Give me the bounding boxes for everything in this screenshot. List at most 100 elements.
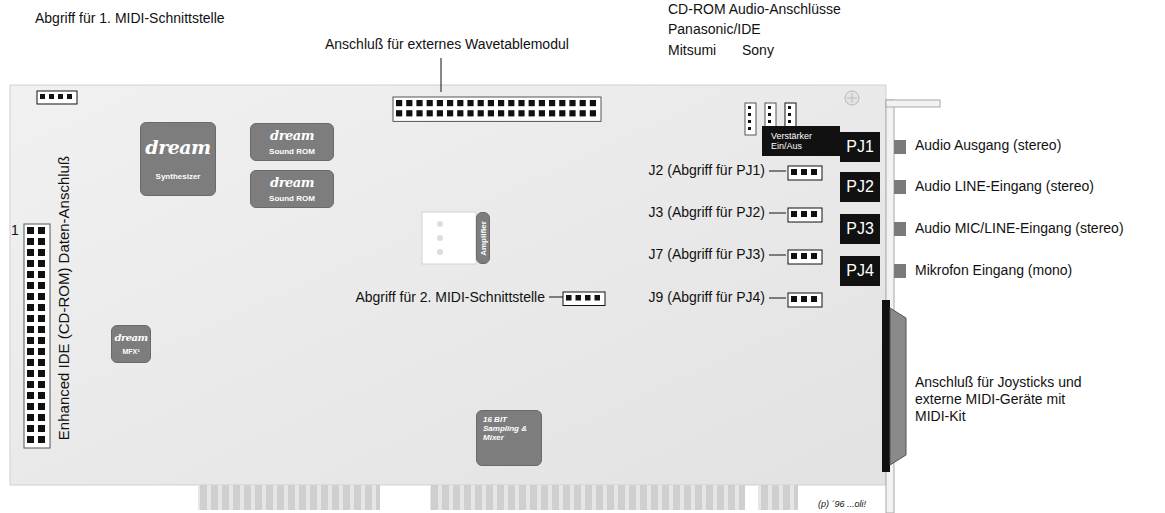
pin [437,110,443,116]
leader-line [769,213,786,214]
edge-connector [198,485,380,510]
connector-label: Panasonic/IDE [668,21,761,38]
jack-label: Mikrofon Eingang (mono) [915,262,1072,279]
pin [498,100,504,106]
pin [508,100,514,106]
pin [27,425,34,432]
circuit-board [10,85,886,485]
pin [27,260,34,267]
pin-number: 1 [11,222,19,239]
connector-label: CD-ROM Audio-Anschlüsse [668,1,841,18]
pin [788,106,791,109]
pin [38,403,45,410]
pin [788,120,791,123]
pin [38,392,45,399]
chip-label: Amplifier [479,221,488,256]
pin [590,100,596,106]
heatsink [437,249,443,255]
jumper [788,293,822,307]
pin [748,127,751,130]
pin [38,304,45,311]
pin [27,326,34,333]
pin [566,295,572,301]
pin [38,370,45,377]
pin [27,315,34,322]
chip-label: Sound ROM [269,194,315,203]
pin [38,293,45,300]
jumper-label: J2 (Abgriff für PJ1) [649,162,765,179]
pin-headers [24,91,822,448]
pin [27,381,34,388]
pin [748,113,751,116]
connector-label: Anschluß für externes Wavetablemodul [325,36,569,53]
audio-jack [894,222,906,236]
wavetable-header [393,97,601,121]
pin [508,110,514,116]
midi-header [37,91,77,104]
edge-connector [430,485,745,510]
pin [768,120,771,123]
sampling-chip: 16 BIT Sampling & Mixer [476,410,542,466]
pin [396,100,402,106]
pin [27,403,34,410]
pin [27,348,34,355]
pin [748,120,751,123]
pin [811,296,817,302]
heatsink [422,212,476,264]
cd-audio-connector [745,103,756,135]
game-port [882,300,890,472]
brand-logo: dream [270,175,314,190]
pin [38,348,45,355]
jack-label: Audio MIC/LINE-Eingang (stereo) [915,220,1124,237]
pin [529,110,535,116]
pin [27,304,34,311]
pin [447,100,453,106]
jack-label: Audio Ausgang (stereo) [915,137,1061,154]
midi-header [563,292,605,306]
amplifier-chip: Amplifier [476,212,490,264]
pin [27,293,34,300]
pin [38,436,45,443]
pin [539,110,545,116]
pin [768,106,771,109]
jumper-label: J3 (Abgriff für PJ2) [649,204,765,221]
pin [38,337,45,344]
pin [427,100,433,106]
leader-line [549,297,563,298]
bracket-tab [886,100,940,107]
pin [58,94,63,99]
pin [559,100,565,106]
pin [580,100,586,106]
leader-line [769,298,786,299]
pin [457,100,463,106]
pin [27,227,34,234]
connector-label: Mitsumi [668,42,716,59]
chip-label: PJ2 [846,178,874,196]
pin [595,295,601,301]
pin [38,425,45,432]
heatsink [437,235,443,241]
pin [467,100,473,106]
pin [27,414,34,421]
brand-logo: dream [270,128,314,143]
synthesizer-chip: dreamSynthesizer [140,122,216,196]
audio-jack [894,264,906,278]
sound-rom-chip: dreamSound ROM [250,123,334,161]
pin [585,295,591,301]
sound-rom-chip: dreamSound ROM [250,170,334,208]
pin [498,110,504,116]
pin [406,110,412,116]
pin [457,110,463,116]
pin [478,100,484,106]
pin [38,282,45,289]
amplifier-switch-box: Verstärker Ein/Aus [762,126,840,156]
chip-label: Sound ROM [269,147,315,156]
chip-label: Verstärker Ein/Aus [771,131,831,151]
pin [27,282,34,289]
brand-logo: dream [145,137,210,158]
jack-box: PJ3 [840,214,880,244]
pin [38,249,45,256]
pin [427,110,433,116]
pin [801,169,807,175]
